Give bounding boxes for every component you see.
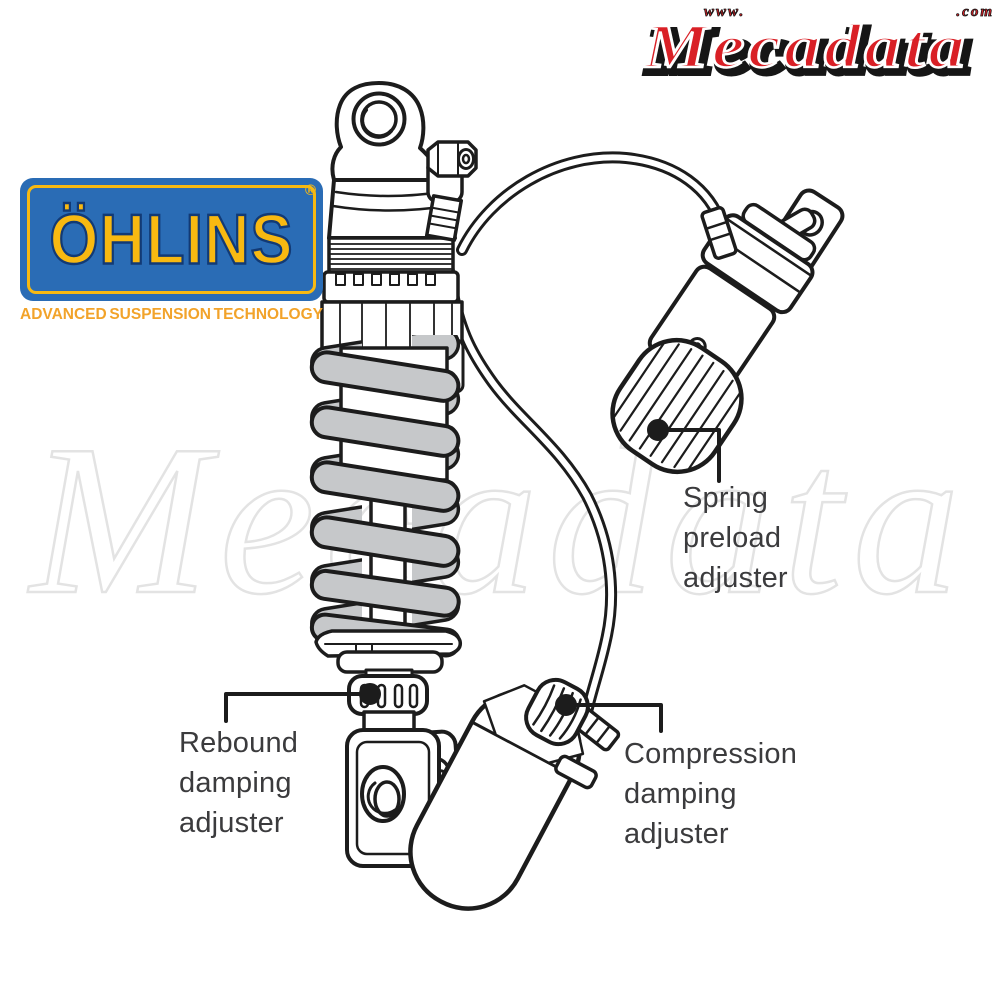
label-line: adjuster xyxy=(179,807,284,839)
label-line: Spring xyxy=(683,482,769,514)
ohlins-logo-inner-border xyxy=(27,185,316,294)
mecadata-www-text: www. xyxy=(704,4,746,21)
preload-adjuster-unit xyxy=(610,188,845,475)
preload-knob xyxy=(610,337,744,475)
ohlins-brand-text: ÖHLINS xyxy=(48,199,294,280)
compression-adjuster-knob xyxy=(524,677,590,747)
preload-clamp-block xyxy=(700,202,817,315)
top-eyelet-mount xyxy=(330,81,445,182)
mecadata-name-text: Mecadata xyxy=(642,12,968,83)
label-line: Compression xyxy=(624,738,798,770)
ohlins-logo: ÖHLINS ® ADVANCED SUSPENSION TECHNOLOGY xyxy=(20,178,323,324)
label-line: damping xyxy=(179,767,292,799)
ohlins-tagline: ADVANCED SUSPENSION TECHNOLOGY xyxy=(20,306,323,324)
label-line: damping xyxy=(624,778,737,810)
label-line: adjuster xyxy=(624,818,729,850)
leader-lines xyxy=(224,419,721,733)
mecadata-logo: www. .com Mecadata Mecadata xyxy=(584,2,994,90)
leader-line-compression xyxy=(564,703,663,733)
leader-dot-compression xyxy=(555,694,577,716)
label-line: Rebound xyxy=(179,727,299,759)
mecadata-name-shadow: Mecadata xyxy=(643,14,974,90)
mecadata-com-text: .com xyxy=(956,4,994,21)
reservoir-clamp xyxy=(554,754,598,790)
ohlins-logo-box: ÖHLINS ® xyxy=(20,178,323,301)
label-rebound-damping-adjuster: Rebound damping adjuster xyxy=(179,723,298,843)
hose-to-preload-adjuster xyxy=(456,151,728,256)
label-spring-preload-adjuster: Spring preload adjuster xyxy=(683,478,788,598)
leader-dot-rebound xyxy=(359,683,381,705)
banjo-fitting xyxy=(426,140,478,204)
leader-dot-spring-preload xyxy=(647,419,669,441)
leader-line-spring-preload xyxy=(656,428,721,483)
preload-hose-fitting xyxy=(700,206,738,260)
mecadata-name: Mecadata Mecadata xyxy=(642,12,974,90)
preload-collar-ring xyxy=(322,270,460,304)
threaded-body-section xyxy=(327,236,455,274)
tagline-word: ADVANCED xyxy=(20,306,107,323)
hose-to-reservoir xyxy=(431,190,618,718)
label-compression-damping-adjuster: Compression damping adjuster xyxy=(624,734,797,854)
watermark-text: Mecadata xyxy=(27,400,970,639)
hose-coupling xyxy=(424,194,464,242)
coil-spring xyxy=(309,335,461,658)
label-line: adjuster xyxy=(683,562,788,594)
leader-line-rebound xyxy=(224,692,372,723)
registered-trademark-symbol: ® xyxy=(304,182,316,199)
tagline-word: SUSPENSION xyxy=(109,306,211,323)
tagline-word: TECHNOLOGY xyxy=(213,306,323,323)
label-line: preload xyxy=(683,522,782,554)
